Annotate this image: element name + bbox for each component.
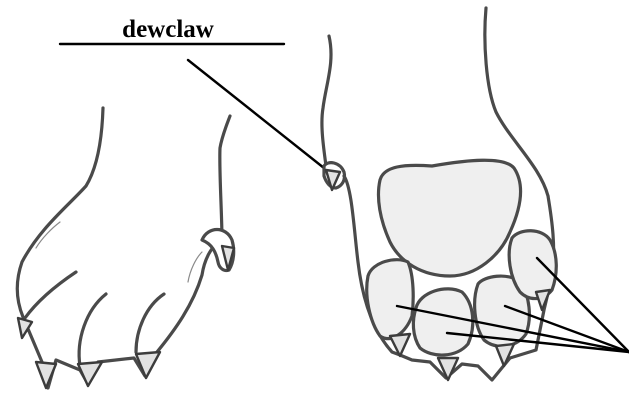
toe-pad-leader-line-4 bbox=[537, 258, 629, 352]
left-paw-claw-2 bbox=[78, 362, 102, 386]
right-paw-toe-pad-2 bbox=[413, 289, 472, 355]
right-paw-leg-left-edge bbox=[322, 36, 331, 166]
right-paw bbox=[322, 8, 556, 380]
left-paw bbox=[17, 108, 234, 388]
right-paw-toe-pad-4 bbox=[509, 231, 556, 299]
left-paw-outline bbox=[17, 108, 230, 388]
right-paw-toe-pad-1 bbox=[367, 260, 413, 339]
left-paw-claw-3 bbox=[136, 352, 160, 378]
dewclaw-label: dewclaw bbox=[122, 16, 214, 43]
